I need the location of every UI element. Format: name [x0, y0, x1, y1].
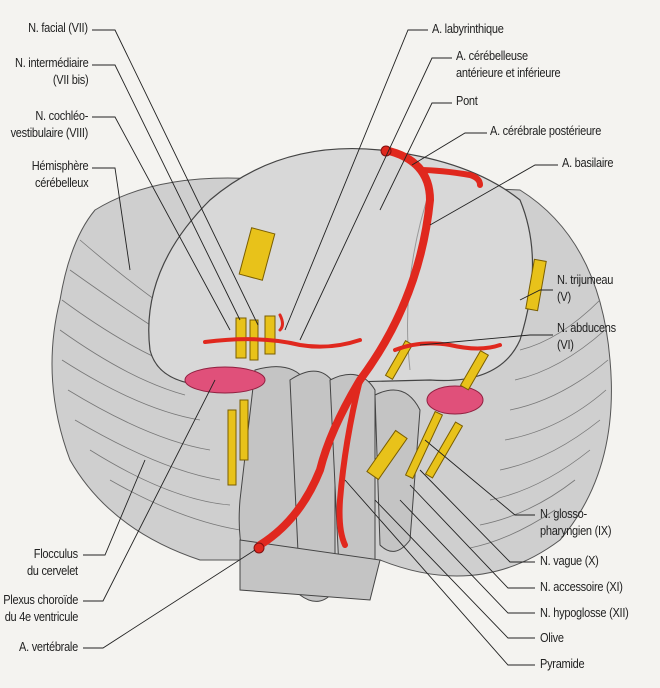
label-line: N. glosso-: [540, 507, 587, 521]
label-line: N. intermédiaire: [14, 56, 89, 70]
label-line: du cervelet: [27, 564, 78, 578]
label-line: cérébelleux: [34, 176, 89, 190]
label-intermediate-nerve: N. intermédiaire (VII bis): [14, 55, 89, 89]
label-vagus-nerve: N. vague (X): [540, 554, 599, 568]
label-line: N. cochléo-: [35, 109, 88, 123]
label-hypoglossal-nerve: N. hypoglosse (XII): [540, 606, 629, 620]
label-line: vestibulaire (VIII): [10, 126, 88, 140]
label-cerebellar-hemisphere: Hémisphère cérébelleux: [31, 158, 88, 192]
label-line: du 4e ventricule: [4, 610, 79, 624]
label-posterior-cerebral-artery: A. cérébrale postérieure: [490, 124, 602, 138]
label-accessory-nerve: N. accessoire (XI): [540, 580, 623, 594]
label-line: (VI): [557, 338, 574, 352]
label-aica: A. cérébelleuse antérieure et inférieure: [456, 48, 561, 82]
label-glossopharyngeal-nerve: N. glosso-pharyngien (IX): [540, 506, 612, 540]
label-labyrinthine-artery: A. labyrinthique: [432, 22, 504, 36]
label-trigeminal-nerve: N. trijumeau (V): [557, 272, 613, 306]
label-line: A. cérébelleuse: [456, 49, 528, 63]
label-line: Plexus choroïde: [3, 593, 78, 607]
label-line: (V): [557, 290, 571, 304]
arteries: [203, 145, 502, 554]
label-line: (VII bis): [52, 73, 88, 87]
label-cochleovestibular-nerve: N. cochléo-vestibulaire (VIII): [10, 108, 88, 142]
label-line: antérieure et inférieure: [456, 66, 561, 80]
leader-lines: [83, 29, 558, 666]
label-pons: Pont: [456, 94, 478, 108]
medulla: [238, 366, 421, 602]
label-abducens-nerve: N. abducens (VI): [557, 320, 616, 354]
label-basilar-artery: A. basilaire: [562, 156, 614, 170]
label-vertebral-artery: A. vertébrale: [19, 640, 78, 654]
label-line: N. trijumeau: [557, 273, 614, 287]
label-flocculus: Flocculus du cervelet: [27, 546, 78, 580]
label-line: N. abducens: [557, 321, 616, 335]
label-pyramid: Pyramide: [540, 657, 585, 671]
label-line: Hémisphère: [31, 159, 88, 173]
choroid-plexus-right: [426, 385, 484, 415]
label-line: Flocculus: [33, 547, 78, 561]
label-choroid-plexus: Plexus choroïde du 4e ventricule: [3, 592, 78, 626]
label-facial-nerve: N. facial (VII): [28, 21, 88, 35]
label-line: pharyngien (IX): [540, 524, 612, 538]
choroid-plexus-left: [184, 366, 266, 394]
label-olive: Olive: [540, 631, 564, 645]
